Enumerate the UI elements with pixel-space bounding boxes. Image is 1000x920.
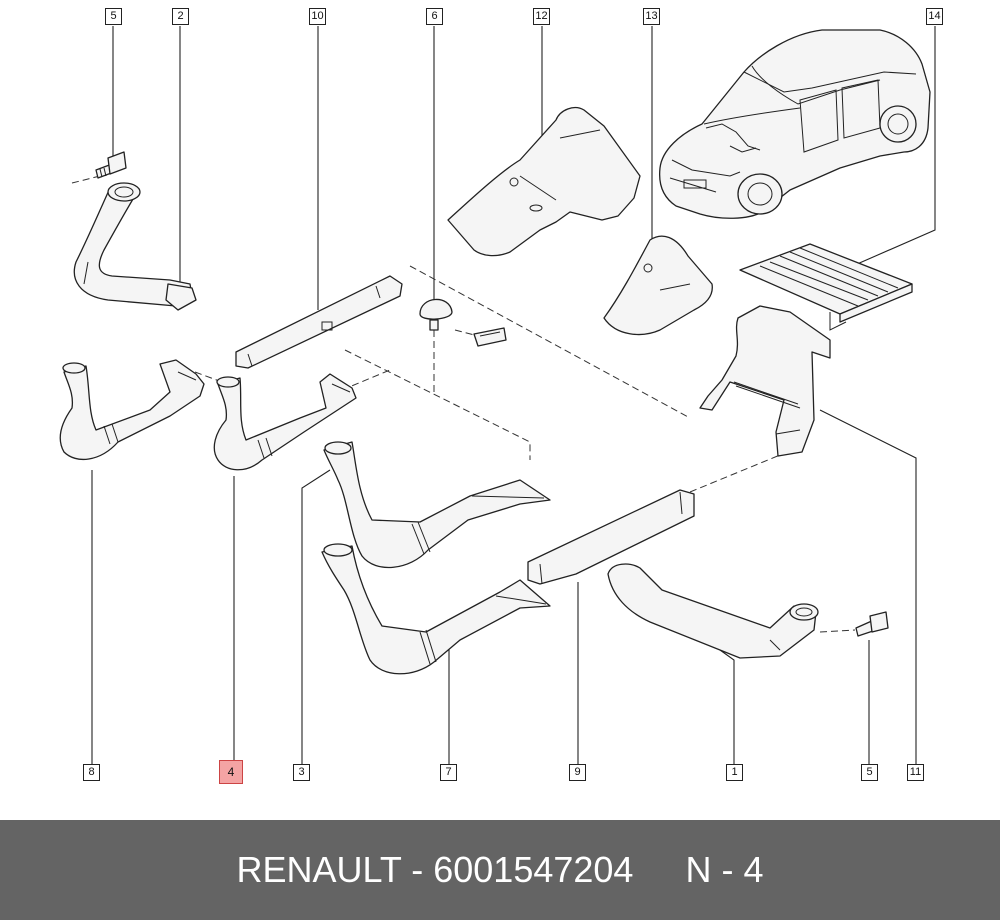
callout-8: 8	[83, 764, 100, 781]
grille-part-14	[739, 243, 913, 331]
duct-part-2	[73, 182, 197, 311]
callout-4-highlighted: 4	[219, 760, 243, 784]
cover-part-12	[447, 106, 641, 257]
bolt-part-5-bottom	[855, 611, 889, 637]
duct-part-4	[213, 373, 357, 471]
callout-11: 11	[907, 764, 924, 781]
callout-10: 10	[309, 8, 326, 25]
part-reference: RENAULT - 6001547204	[236, 849, 634, 890]
callout-2: 2	[172, 8, 189, 25]
duct-part-3	[323, 441, 551, 569]
duct-part-8	[59, 359, 205, 461]
callout-5-bottom: 5	[861, 764, 878, 781]
assembly-dashed-lines	[71, 175, 856, 633]
clip-part-6	[419, 298, 507, 347]
callout-9: 9	[569, 764, 586, 781]
callout-3: 3	[293, 764, 310, 781]
duct-part-1	[607, 563, 819, 659]
callout-14: 14	[926, 8, 943, 25]
footer-bar: RENAULT - 6001547204 N - 4	[0, 820, 1000, 920]
duct-part-7	[321, 543, 551, 675]
callout-12: 12	[533, 8, 550, 25]
item-reference: N - 4	[685, 849, 764, 890]
bolt-part-5-top	[95, 151, 127, 179]
exploded-parts-diagram	[59, 26, 936, 764]
duct-part-10	[235, 275, 403, 369]
callout-5-top: 5	[105, 8, 122, 25]
leader-lines	[91, 26, 936, 764]
car-illustration	[658, 29, 931, 219]
cover-part-13	[603, 235, 713, 336]
callout-6: 6	[426, 8, 443, 25]
callout-13: 13	[643, 8, 660, 25]
duct-part-9	[527, 489, 695, 585]
duct-part-11	[699, 305, 831, 457]
callout-1: 1	[726, 764, 743, 781]
callout-7: 7	[440, 764, 457, 781]
